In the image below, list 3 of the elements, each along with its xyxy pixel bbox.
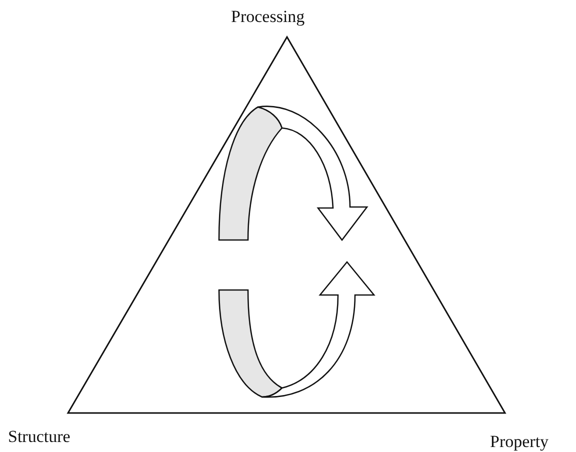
vertex-label: Structure — [8, 428, 70, 445]
vertex-label: Property — [490, 433, 549, 450]
vertex-label: Processing — [231, 8, 305, 25]
